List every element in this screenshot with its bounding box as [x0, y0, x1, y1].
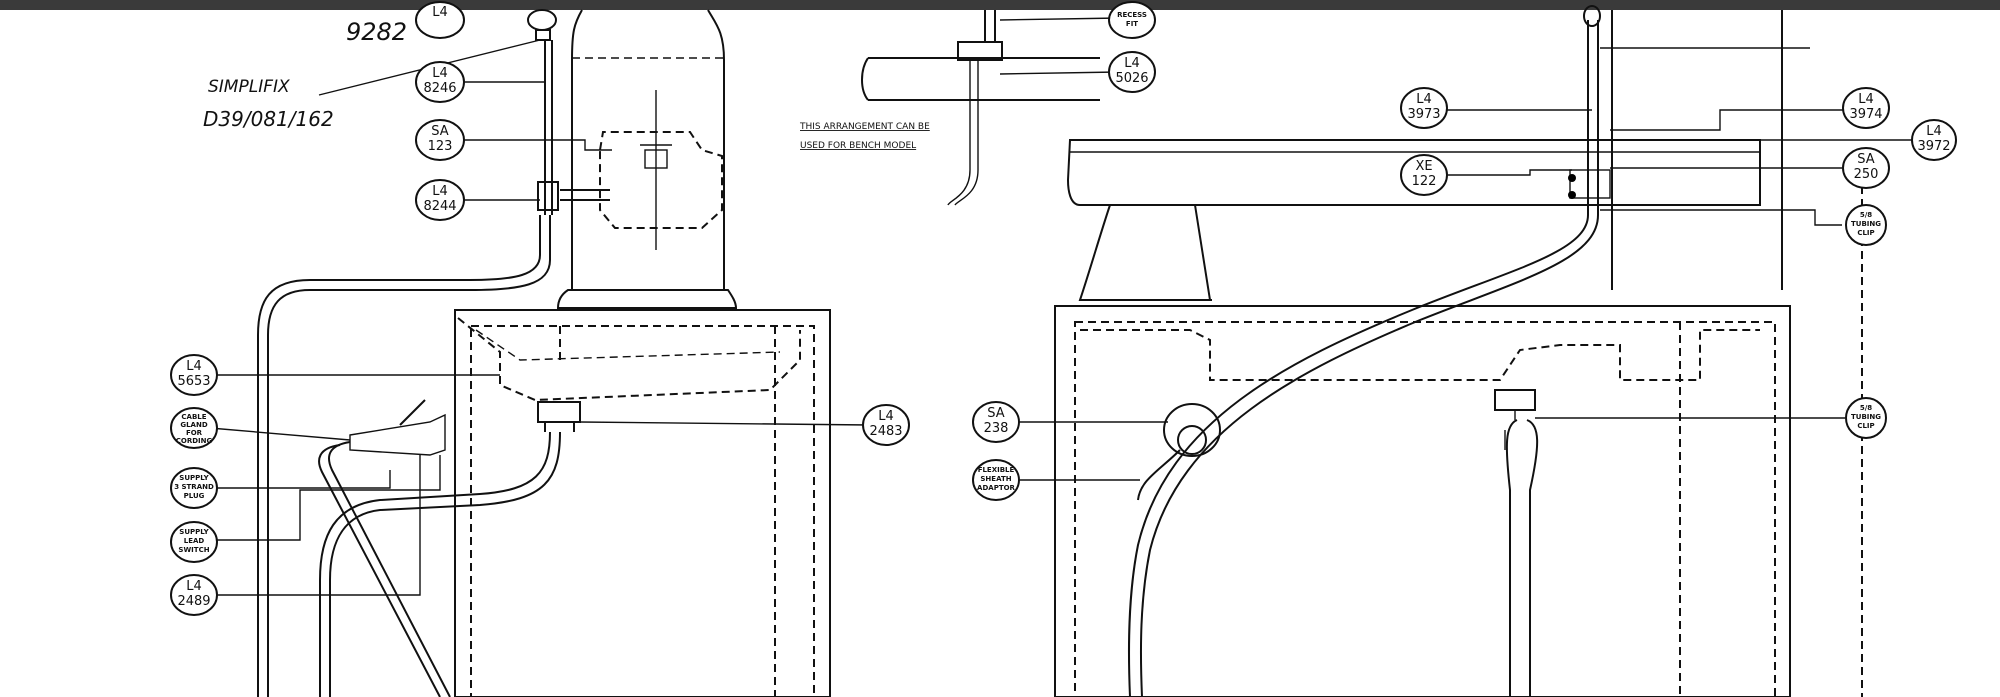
svg-text:3 STRAND: 3 STRAND — [174, 483, 214, 491]
svg-text:L4: L4 — [186, 359, 202, 374]
svg-text:SA: SA — [1857, 152, 1874, 167]
callout-cable-gland: CABLE GLAND FOR CORDING — [170, 407, 218, 449]
callout-3-strand-plug: SUPPLY 3 STRAND PLUG — [170, 467, 218, 509]
svg-text:SUPPLY: SUPPLY — [179, 474, 209, 482]
svg-text:LEAD: LEAD — [184, 537, 205, 545]
svg-text:2483: 2483 — [869, 424, 902, 439]
svg-text:PLUG: PLUG — [184, 492, 205, 500]
svg-text:GLAND: GLAND — [180, 421, 207, 429]
svg-text:3973: 3973 — [1407, 107, 1440, 122]
svg-text:L4: L4 — [1124, 56, 1140, 71]
svg-text:2489: 2489 — [177, 594, 210, 609]
callout-l4-2483: L4 2483 — [862, 404, 910, 446]
svg-text:122: 122 — [1412, 174, 1437, 189]
svg-text:L4: L4 — [1416, 92, 1432, 107]
svg-text:CLIP: CLIP — [1857, 229, 1874, 237]
svg-text:SWITCH: SWITCH — [178, 546, 209, 554]
svg-text:SHEATH: SHEATH — [980, 475, 1011, 483]
callout-sa-238: SA 238 — [972, 401, 1020, 443]
bench-note-line2: USED FOR BENCH MODEL — [800, 141, 916, 151]
svg-text:123: 123 — [428, 139, 453, 154]
left-machine — [190, 9, 831, 697]
callout-tubing-clip-upper: 5/8 TUBING CLIP — [1845, 204, 1887, 246]
svg-text:3974: 3974 — [1849, 107, 1882, 122]
callout-l4-8246: L4 8246 — [415, 61, 465, 103]
bench-detail — [861, 10, 1121, 206]
svg-text:L4: L4 — [1858, 92, 1874, 107]
svg-text:SA: SA — [987, 406, 1004, 421]
callout-l4-5653: L4 5653 — [170, 354, 218, 396]
callout-tubing-clip-lower: 5/8 TUBING CLIP — [1845, 397, 1887, 439]
right-machine — [1054, 5, 1863, 697]
svg-text:8246: 8246 — [423, 81, 456, 96]
svg-text:L4: L4 — [432, 5, 448, 20]
svg-text:TUBING: TUBING — [1851, 413, 1881, 421]
svg-text:L4: L4 — [1926, 124, 1942, 139]
svg-text:3972: 3972 — [1917, 139, 1950, 154]
callout-sa-250: SA 250 — [1842, 147, 1890, 189]
callout-sa-123: SA 123 — [415, 119, 465, 161]
callout-lead-switch: SUPPLY LEAD SWITCH — [170, 521, 218, 563]
svg-text:SA: SA — [431, 124, 448, 139]
svg-text:5/8: 5/8 — [1860, 404, 1872, 412]
svg-text:L4: L4 — [432, 66, 448, 81]
svg-text:XE: XE — [1415, 159, 1432, 174]
bench-note-line1: THIS ARRANGEMENT CAN BE — [799, 122, 930, 132]
callout-l4-3973: L4 3973 — [1400, 87, 1448, 129]
svg-text:FLEXIBLE: FLEXIBLE — [978, 466, 1015, 474]
callout-flexible-sheath: FLEXIBLE SHEATH ADAPTOR — [972, 459, 1020, 501]
svg-text:8244: 8244 — [423, 199, 456, 214]
svg-text:SUPPLY: SUPPLY — [179, 528, 209, 536]
svg-text:L4: L4 — [432, 184, 448, 199]
svg-text:FOR: FOR — [186, 429, 203, 437]
svg-text:TUBING: TUBING — [1851, 220, 1881, 228]
callout-l4-2489: L4 2489 — [170, 574, 218, 616]
svg-text:FIT: FIT — [1126, 20, 1138, 28]
simplifix-label: SIMPLIFIX — [208, 77, 290, 97]
window-top-bar — [0, 0, 2000, 10]
svg-text:ADAPTOR: ADAPTOR — [977, 484, 1016, 492]
svg-text:CORDING: CORDING — [176, 437, 213, 445]
callout-l4-top: L4 — [415, 1, 465, 39]
callout-xe-122: XE 122 — [1400, 154, 1448, 196]
leader-lines — [209, 39, 1912, 489]
svg-text:CABLE: CABLE — [181, 413, 206, 421]
callout-l4-3974: L4 3974 — [1842, 87, 1890, 129]
callout-top-center: RECESS FIT — [1108, 1, 1156, 39]
svg-text:250: 250 — [1854, 167, 1879, 182]
part-number: 9282 — [346, 18, 407, 46]
callout-l4-8244: L4 8244 — [415, 179, 465, 221]
callout-l4-5026: L4 5026 — [1108, 51, 1156, 93]
svg-text:L4: L4 — [186, 579, 202, 594]
svg-text:5026: 5026 — [1115, 71, 1148, 86]
svg-text:RECESS: RECESS — [1117, 11, 1147, 19]
svg-text:5/8: 5/8 — [1860, 211, 1872, 219]
callout-l4-3972: L4 3972 — [1911, 119, 1957, 161]
svg-text:238: 238 — [984, 421, 1009, 436]
simplifix-code: D39/081/162 — [203, 107, 334, 131]
svg-text:5653: 5653 — [177, 374, 210, 389]
svg-text:L4: L4 — [878, 409, 894, 424]
svg-text:CLIP: CLIP — [1857, 422, 1874, 430]
